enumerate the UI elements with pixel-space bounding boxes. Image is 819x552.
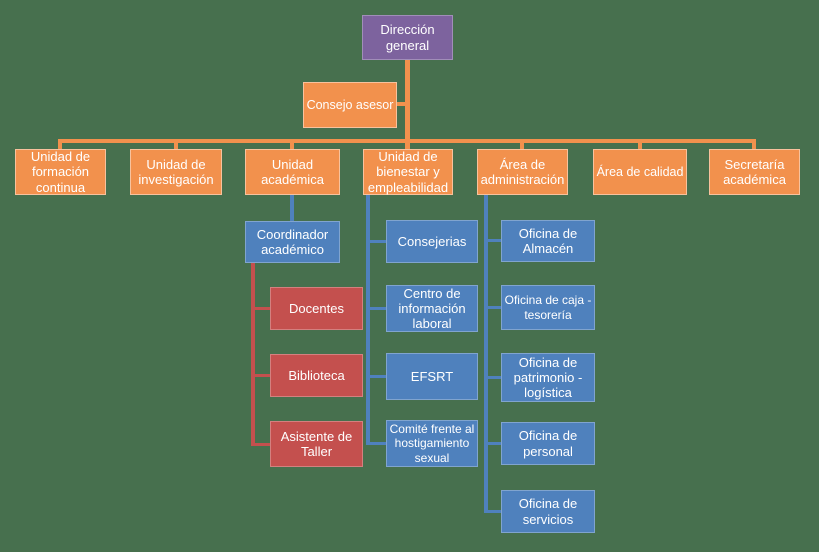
org-node-consejerias: Consejerias bbox=[386, 220, 478, 263]
connector-stub-docentes bbox=[251, 307, 270, 310]
connector-stub-servicios bbox=[484, 510, 501, 513]
node-label: Unidad académica bbox=[261, 156, 324, 187]
node-label: Unidad de bienestar y empleabilidad bbox=[367, 149, 449, 195]
org-node-asistente-taller: Asistente de Taller bbox=[270, 421, 363, 467]
org-node-biblioteca: Biblioteca bbox=[270, 354, 363, 397]
org-node-secretaria-academica: Secretaría académica bbox=[709, 149, 800, 195]
org-node-unidad-formacion-continua: Unidad de formación continua bbox=[15, 149, 106, 195]
node-label: Secretaría académica bbox=[723, 156, 786, 187]
connector-admin-spine bbox=[484, 195, 488, 513]
node-label: Docentes bbox=[289, 300, 344, 316]
connector-stub-investigacion bbox=[174, 142, 178, 149]
node-label: Coordinador académico bbox=[256, 226, 329, 257]
connector-stub-patrimonio bbox=[484, 376, 501, 379]
connector-stub-asistente bbox=[251, 443, 270, 446]
org-node-unidad-investigacion: Unidad de investigación bbox=[130, 149, 222, 195]
org-node-oficina-caja-tesoreria: Oficina de caja - tesorería bbox=[501, 285, 595, 330]
node-label: Consejo asesor bbox=[306, 97, 394, 112]
org-node-coordinador-academico: Coordinador académico bbox=[245, 221, 340, 263]
connector-stub-caja bbox=[484, 306, 501, 309]
node-label: Área de calidad bbox=[596, 164, 684, 179]
org-node-direccion-general: Dirección general bbox=[362, 15, 453, 60]
connector-stub-secretaria bbox=[752, 139, 756, 149]
node-label: Biblioteca bbox=[288, 367, 345, 383]
connector-root-trunk bbox=[405, 60, 410, 149]
connector-stub-centro-informacion bbox=[366, 307, 386, 310]
org-node-oficina-patrimonio-logistica: Oficina de patrimonio - logística bbox=[501, 353, 595, 402]
connector-academica-coordinador bbox=[290, 195, 294, 221]
node-label: Oficina de personal bbox=[518, 428, 578, 459]
connector-stub-comite bbox=[366, 442, 386, 445]
node-label: Asistente de Taller bbox=[280, 428, 353, 459]
connector-advisor bbox=[396, 102, 406, 106]
connector-stub-calidad bbox=[638, 142, 642, 149]
connector-stub-efsrt bbox=[366, 375, 386, 378]
connector-welfare-spine bbox=[366, 195, 370, 445]
connector-level2-rail bbox=[58, 139, 756, 143]
org-node-unidad-bienestar-empleabilidad: Unidad de bienestar y empleabilidad bbox=[363, 149, 453, 195]
org-node-oficina-personal: Oficina de personal bbox=[501, 422, 595, 465]
org-node-comite-hostigamiento: Comité frente al hostigamiento sexual bbox=[386, 420, 478, 467]
node-label: Área de administración bbox=[480, 156, 565, 187]
node-label: Consejerias bbox=[397, 233, 467, 249]
connector-stub-personal bbox=[484, 442, 501, 445]
org-node-oficina-almacen: Oficina de Almacén bbox=[501, 220, 595, 262]
org-node-area-administracion: Área de administración bbox=[477, 149, 568, 195]
node-label: Oficina de Almacén bbox=[518, 225, 578, 256]
connector-stub-almacen bbox=[484, 239, 501, 242]
connector-stub-consejerias bbox=[366, 240, 386, 243]
org-node-consejo-asesor: Consejo asesor bbox=[303, 82, 397, 128]
connector-stub-academica bbox=[290, 142, 294, 149]
node-label: Oficina de patrimonio - logística bbox=[513, 354, 583, 401]
connector-stub-formacion bbox=[58, 139, 62, 149]
connector-stub-biblioteca bbox=[251, 374, 270, 377]
org-node-centro-informacion-laboral: Centro de información laboral bbox=[386, 285, 478, 332]
node-label: Unidad de formación continua bbox=[30, 149, 91, 195]
connector-stub-administracion bbox=[520, 142, 524, 149]
org-node-area-calidad: Área de calidad bbox=[593, 149, 687, 195]
node-label: Oficina de servicios bbox=[518, 496, 578, 527]
node-label: Oficina de caja - tesorería bbox=[504, 293, 592, 322]
node-label: Comité frente al hostigamiento sexual bbox=[389, 422, 475, 465]
node-label: Dirección general bbox=[380, 22, 435, 53]
org-node-oficina-servicios: Oficina de servicios bbox=[501, 490, 595, 533]
connector-academic-spine bbox=[251, 263, 255, 446]
node-label: Unidad de investigación bbox=[138, 156, 214, 187]
org-node-docentes: Docentes bbox=[270, 287, 363, 330]
org-node-efsrt: EFSRT bbox=[386, 353, 478, 400]
org-node-unidad-academica: Unidad académica bbox=[245, 149, 340, 195]
node-label: EFSRT bbox=[410, 368, 454, 384]
node-label: Centro de información laboral bbox=[398, 285, 466, 332]
